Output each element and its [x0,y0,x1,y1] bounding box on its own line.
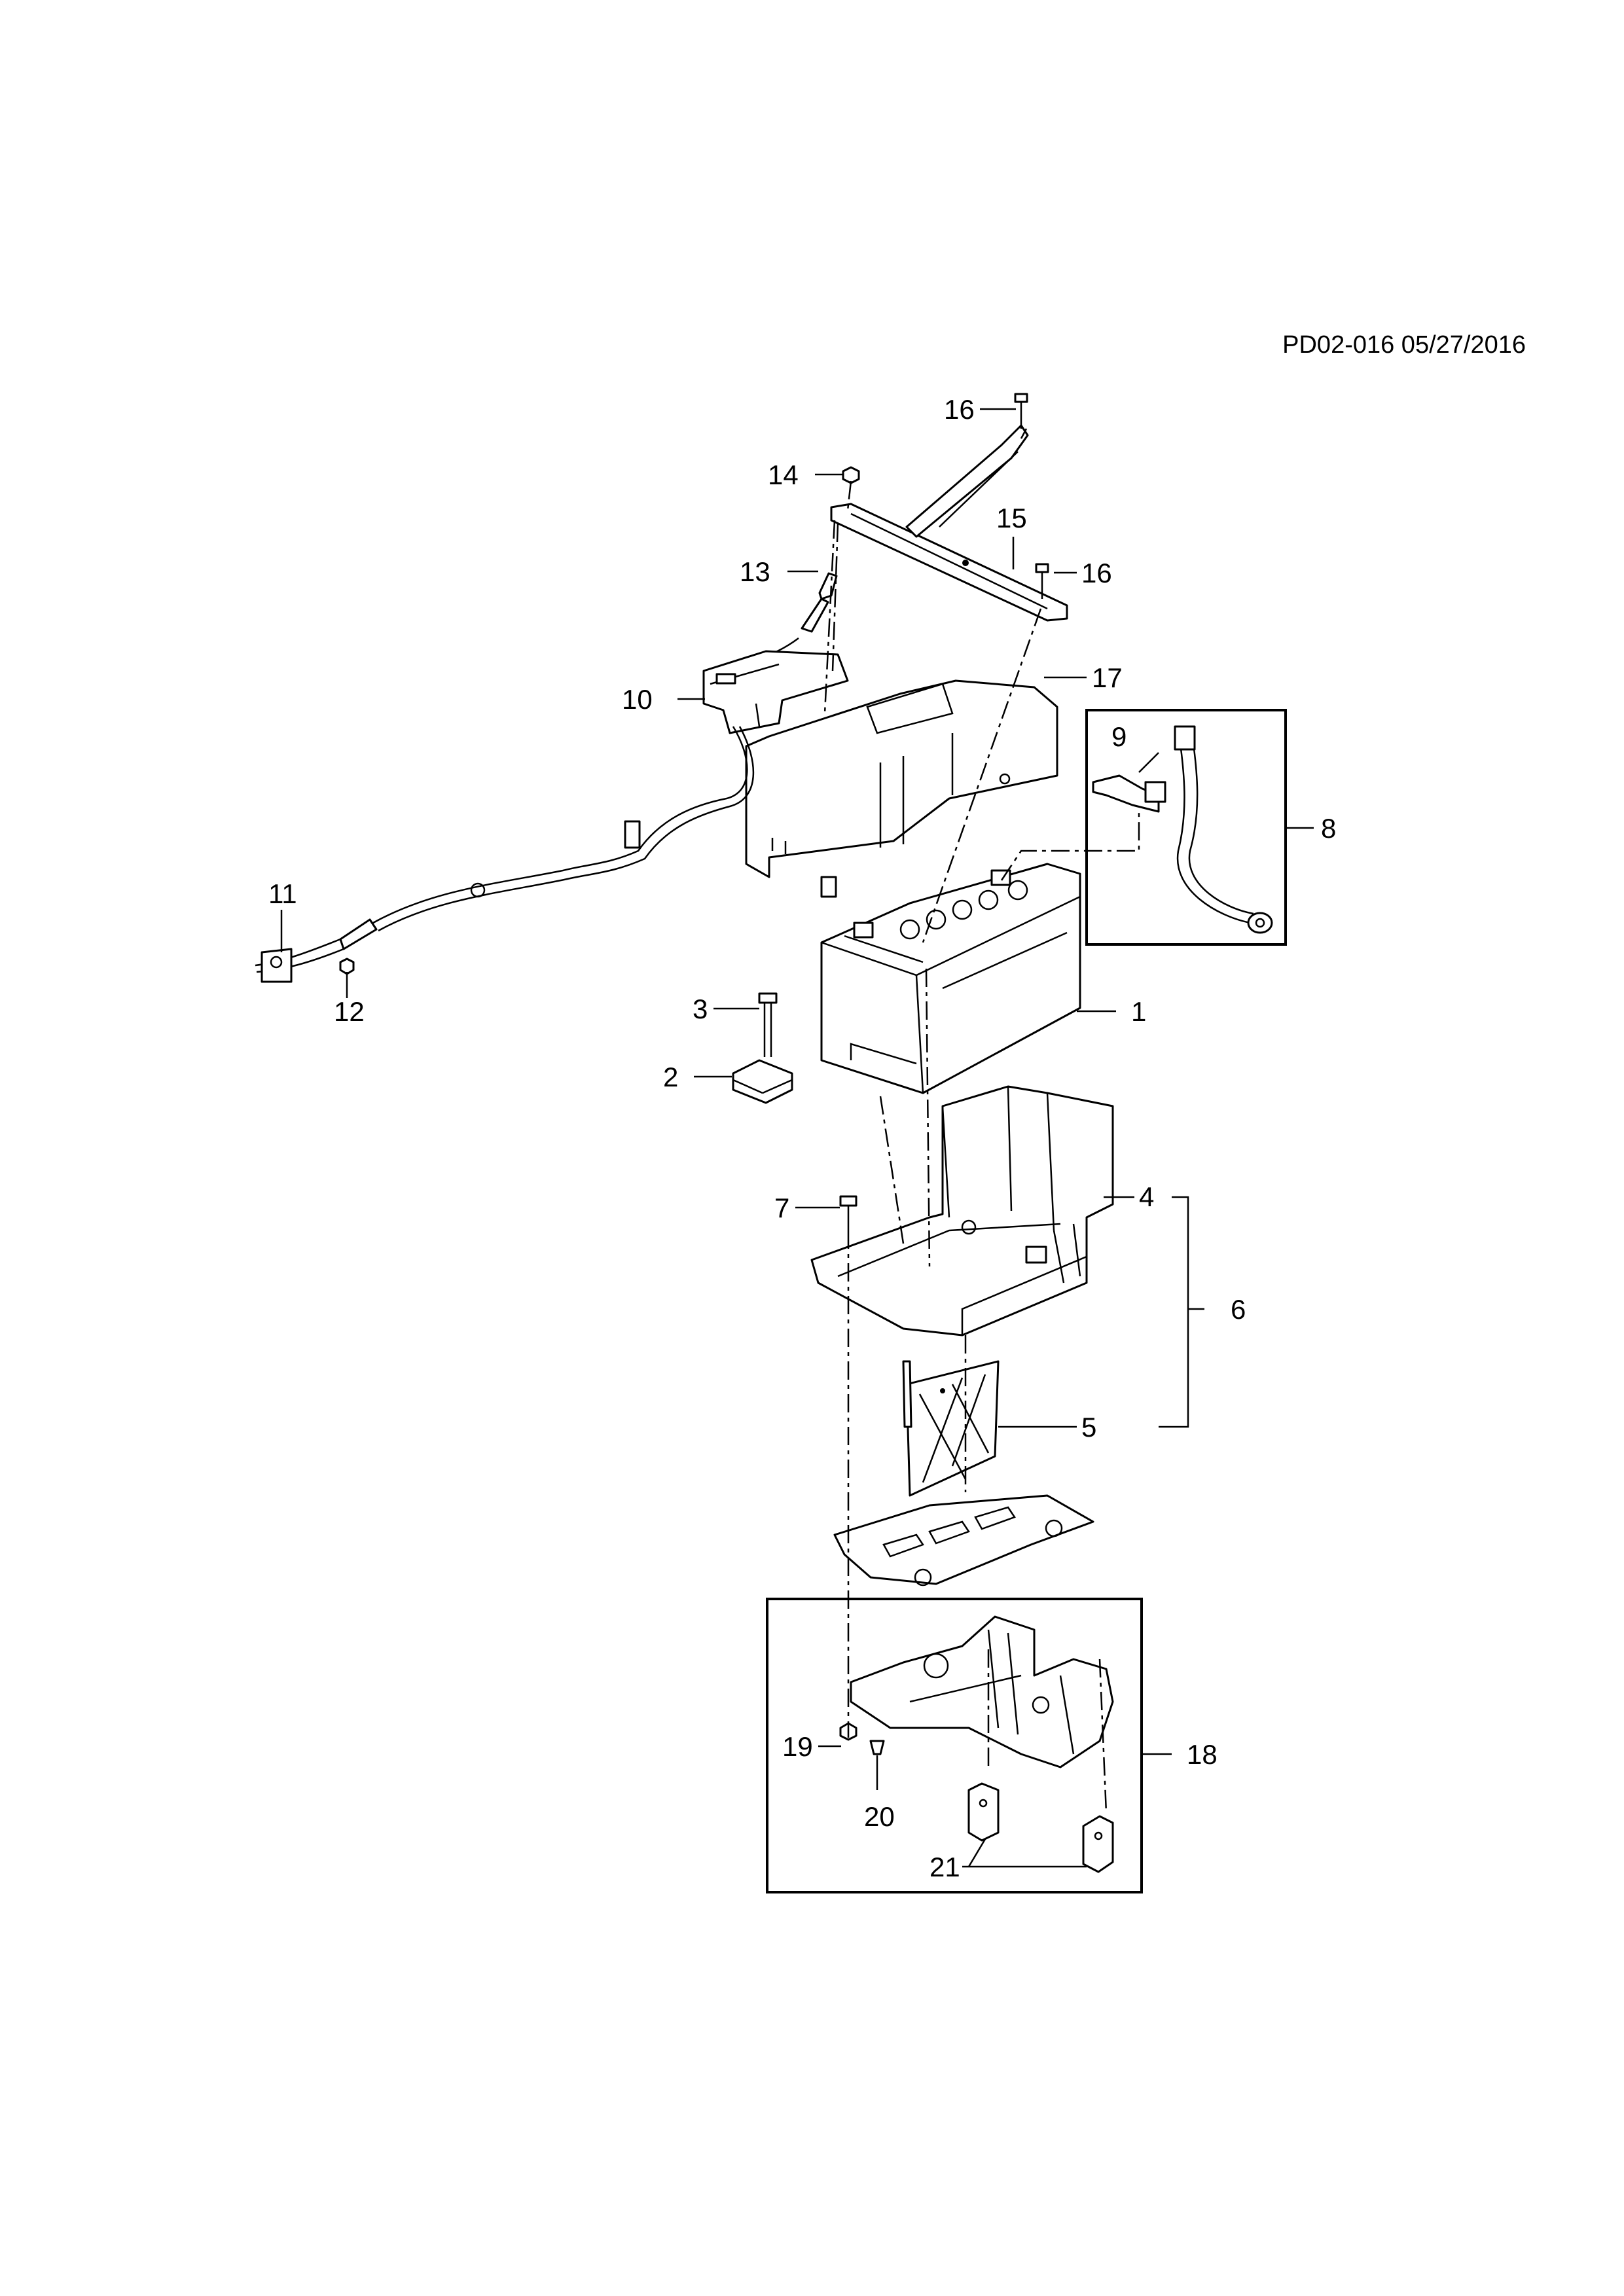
callout-10: 10 [622,684,653,715]
bracket-21-right [1082,1815,1114,1873]
callout-12: 12 [334,996,365,1027]
frame-group-18 [766,1598,1143,1893]
callout-1: 1 [1131,996,1146,1027]
callout-2: 2 [663,1062,678,1092]
callout-16-top: 16 [944,394,975,425]
callout-3: 3 [693,994,708,1024]
callout-21: 21 [929,1852,960,1882]
leader-lines [280,408,1314,1868]
mounting-bracket-18 [850,1615,1114,1768]
ground-cable-8 [1174,725,1273,934]
battery-cable-harness [255,726,755,983]
bolt-3 [758,992,778,1057]
callout-6: 6 [1231,1294,1246,1325]
terminal-cover-10 [702,650,849,734]
bolt-16-right [1035,563,1049,599]
callout-8: 8 [1321,813,1336,844]
callout-15: 15 [996,503,1027,533]
callout-20: 20 [864,1801,895,1832]
callout-labels: 16 14 15 16 13 17 10 9 8 11 12 3 1 2 4 7… [268,394,1336,1882]
callout-19: 19 [782,1731,813,1762]
callout-18: 18 [1187,1739,1218,1770]
clip-20 [869,1740,885,1755]
lower-tray-plate [833,1494,1094,1587]
clamp-2 [732,1059,793,1104]
document-id: PD02-016 05/27/2016 [1282,331,1526,359]
sensor-9 [1092,752,1166,813]
callout-9: 9 [1111,721,1127,752]
bolt-7 [839,1195,857,1230]
battery-1 [820,863,1081,1094]
callout-7: 7 [774,1193,789,1223]
callout-11: 11 [268,878,297,909]
battery-cover-17 [745,679,1058,898]
tray-pad-5 [902,1360,1000,1497]
callout-4: 4 [1139,1181,1154,1212]
callout-13: 13 [740,556,770,587]
bolt-16-top [1014,393,1028,429]
callout-16-right: 16 [1081,558,1112,588]
callout-14: 14 [768,459,799,490]
battery-tray-4 [810,1085,1114,1336]
nut-14 [842,466,860,484]
callout-5: 5 [1081,1412,1096,1443]
callout-17: 17 [1092,662,1123,693]
hold-down-bracket [830,424,1068,622]
alignment-lines [823,428,1140,1814]
bracket-21-left [967,1782,1000,1842]
